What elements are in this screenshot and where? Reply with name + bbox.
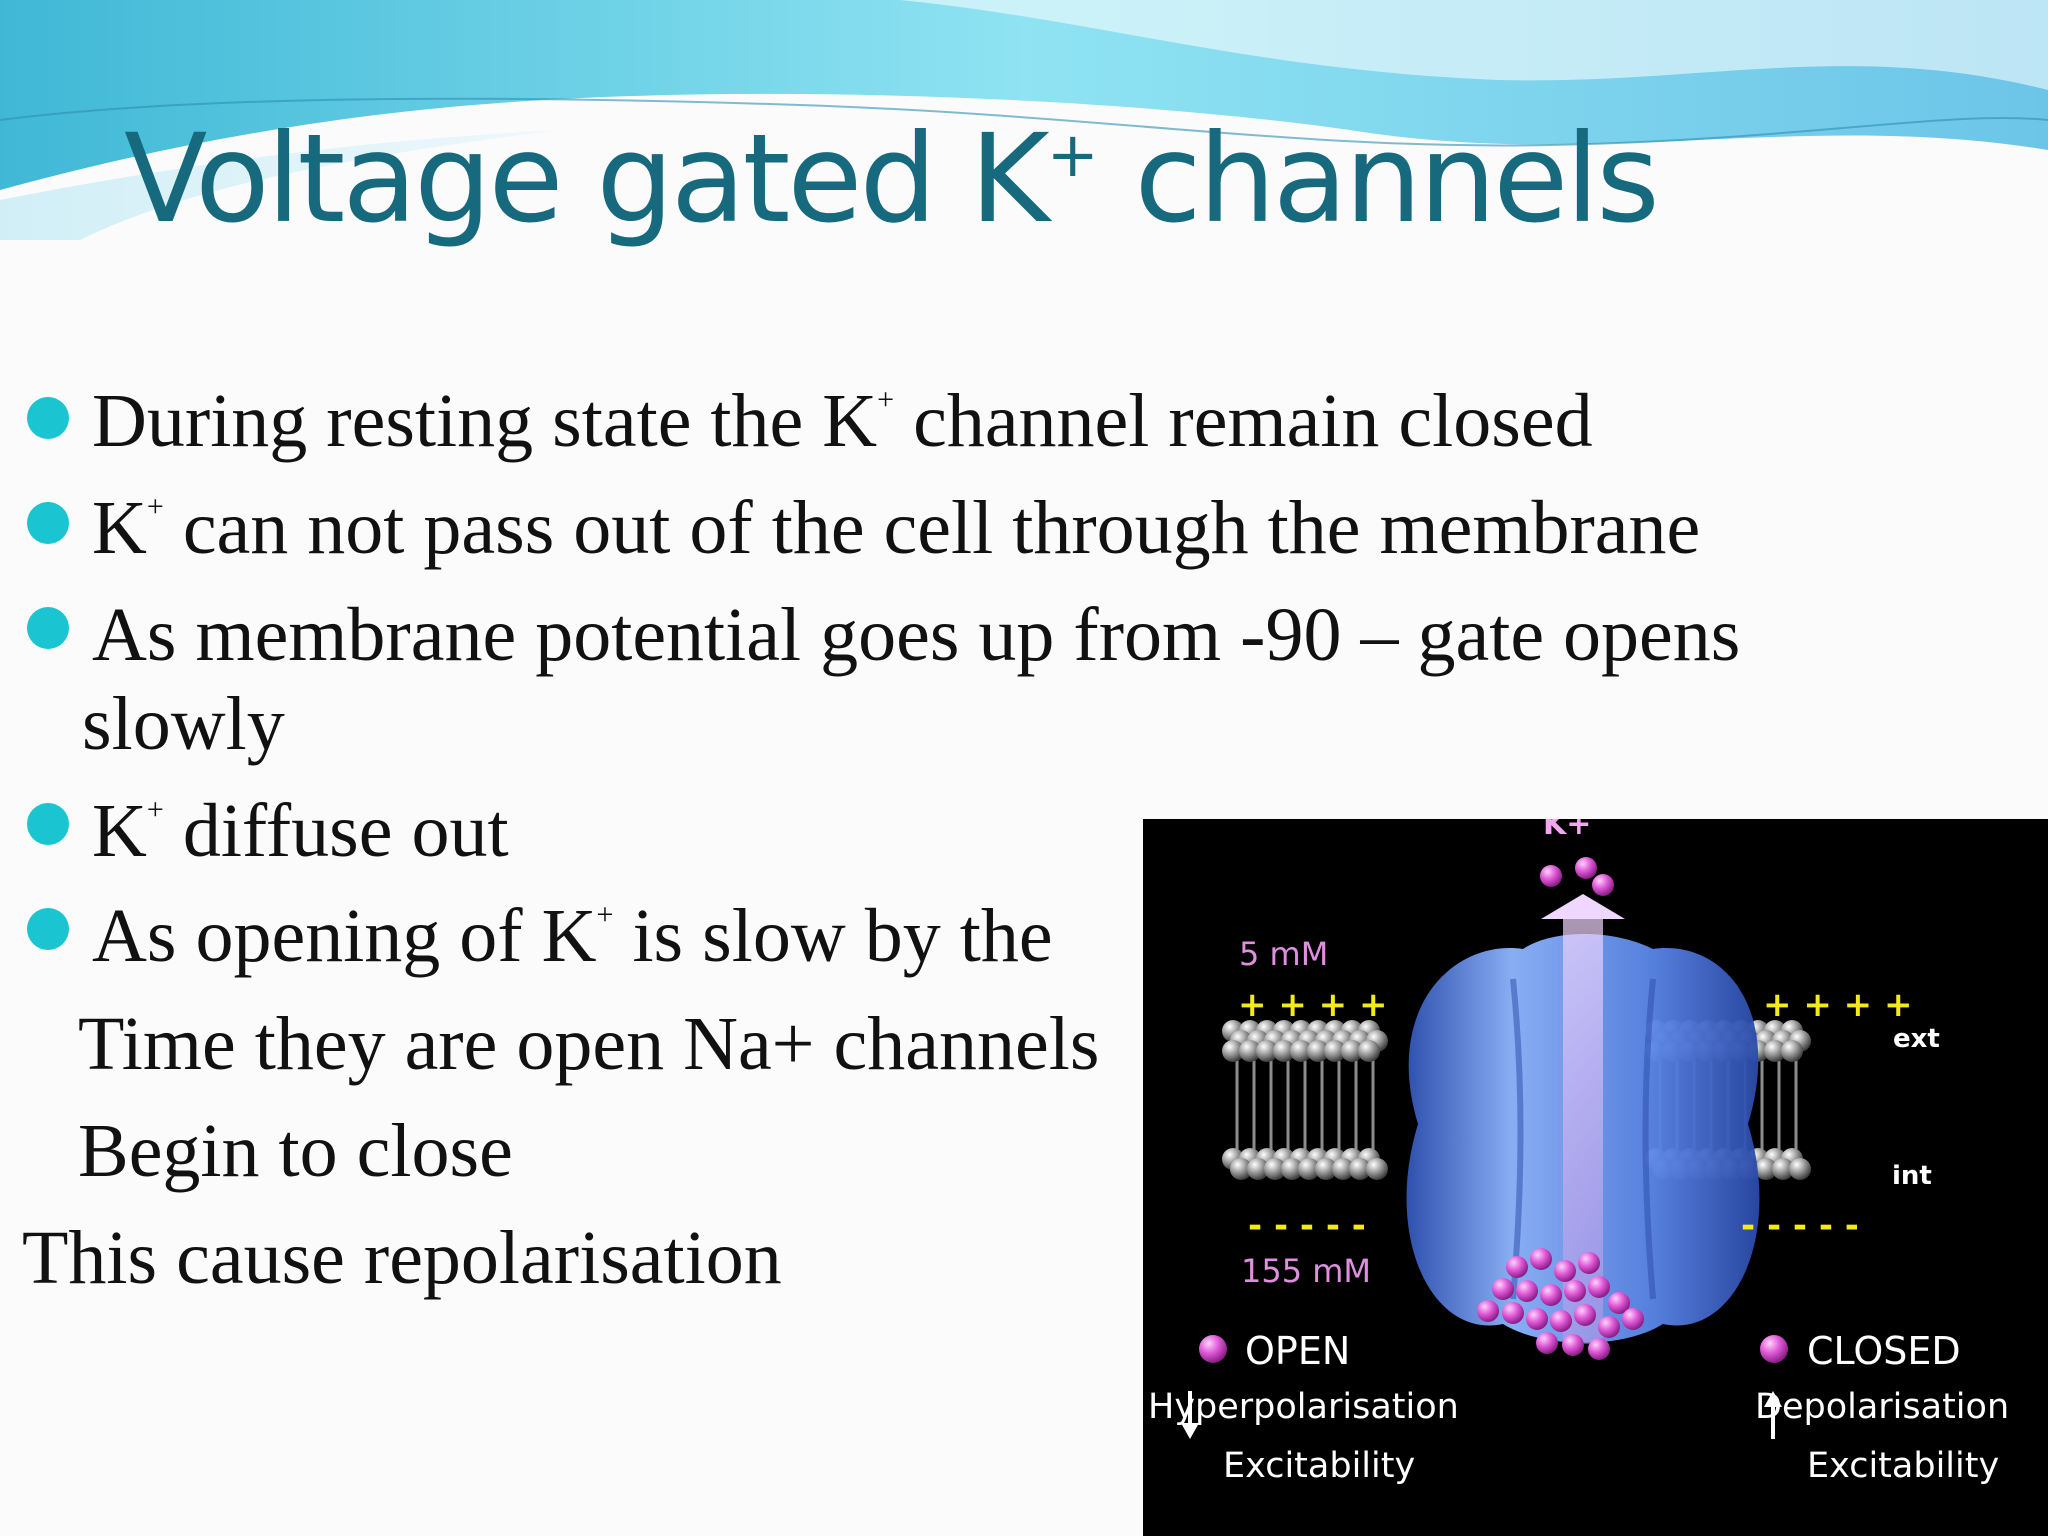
legend-ion-closed (1760, 1335, 1788, 1363)
bullet-dot (27, 908, 69, 950)
hyperpolarisation-label: Hyperpolarisation (1148, 1387, 1459, 1427)
bullet-dot (27, 397, 69, 439)
bullet-text-1: During resting state the K+ channel rema… (92, 379, 1593, 463)
int-concentration: 155 mM (1241, 1252, 1372, 1290)
closed-state-label: CLOSED (1807, 1329, 1961, 1373)
ext-label: ext (1893, 1024, 1940, 1054)
k-ions-inside (1477, 1248, 1644, 1360)
charges-int: - - - - - - - - - - (1248, 1206, 1859, 1246)
text-line-begin-to-close: Begin to close (78, 1109, 513, 1193)
svg-text:+ + + +: + + + + (1763, 985, 1912, 1025)
bullet-text-5: As opening of K+ is slow by the (92, 894, 1053, 978)
bullet-text-4: K+ diffuse out (92, 789, 509, 873)
efflux-arrow-head (1541, 894, 1625, 919)
depolarisation-label: Depolarisation (1755, 1387, 2010, 1427)
ion-label: K+ (1543, 819, 1592, 842)
bullet-text-2: K+ can not pass out of the cell through … (92, 486, 1701, 570)
k-ions-outside (1540, 857, 1614, 896)
conclusion-text: This cause repolarisation (22, 1216, 782, 1300)
channel-protein (1406, 894, 1760, 1344)
open-state-label: OPEN (1245, 1329, 1351, 1373)
bullet-dot (27, 803, 69, 845)
excitability-label-right: Excitability (1807, 1446, 2000, 1486)
k-channel-figure: + + + + + + + + - - - - - - - - - - (1143, 819, 2048, 1536)
charges-ext: + + + + + + + + (1238, 985, 1912, 1025)
text-line-open-na-channels: Time they are open Na+ channels (78, 1002, 1100, 1086)
svg-text:- - - - -: - - - - - (1248, 1206, 1366, 1246)
legend-ion-open (1199, 1335, 1227, 1363)
up-arrow-icon (1764, 1391, 1782, 1439)
bullet-dot (27, 607, 69, 649)
excitability-label-left: Excitability (1223, 1446, 1416, 1486)
bullet-text-3: As membrane potential goes up from -90 –… (92, 593, 1741, 677)
k-channel-diagram: + + + + + + + + - - - - - - - - - - (1181, 857, 1912, 1439)
header-wave-decoration (0, 0, 2048, 240)
membrane-left (1222, 1020, 1388, 1180)
int-label: int (1892, 1161, 1932, 1191)
slide-title: Voltage gated K+ channels (124, 108, 1660, 250)
ext-concentration: 5 mM (1239, 935, 1329, 973)
svg-text:+ + + +: + + + + (1238, 985, 1387, 1025)
bullet-text-3-continuation: slowly (82, 682, 285, 766)
down-arrow-icon (1181, 1391, 1199, 1439)
svg-text:- - - - -: - - - - - (1741, 1206, 1859, 1246)
bullet-dot (27, 502, 69, 544)
